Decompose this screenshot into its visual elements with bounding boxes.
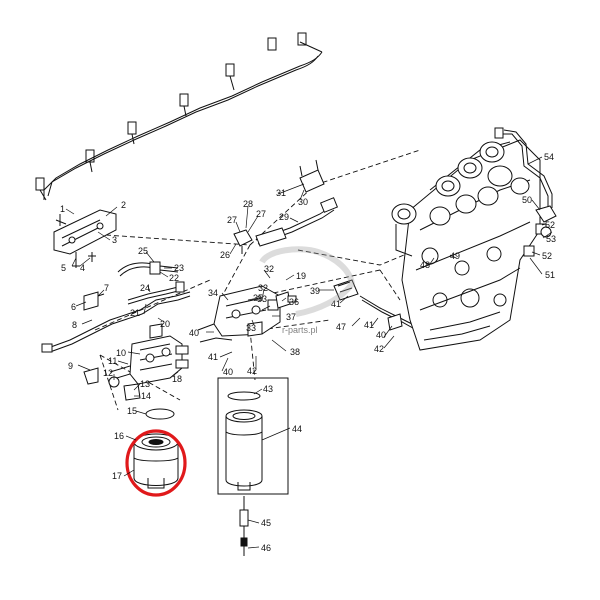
callout-54: 54: [544, 152, 554, 162]
callout-15: 15: [127, 406, 137, 416]
leader-lines: [65, 156, 553, 549]
callout-21: 21: [130, 308, 140, 318]
fuel-filter-44: [225, 391, 263, 491]
callout-28: 28: [243, 199, 253, 209]
fuel-line-41: [359, 295, 421, 333]
callout-14: 14: [141, 391, 151, 401]
callout-3: 3: [112, 235, 117, 245]
callout-30: 30: [298, 197, 308, 207]
callout-39: 39: [310, 286, 320, 296]
filter-box-44: [217, 377, 289, 495]
callout-51: 51: [545, 270, 555, 280]
callout-7: 7: [104, 283, 109, 293]
callout-37: 37: [286, 312, 296, 322]
hose-29: [255, 197, 339, 247]
callout-40b: 40: [223, 367, 233, 377]
callout-25: 25: [138, 246, 148, 256]
callout-38: 38: [290, 347, 300, 357]
callout-40c: 40: [376, 330, 386, 340]
callout-41b: 41: [331, 299, 341, 309]
callout-9: 9: [68, 361, 73, 371]
callout-32a: 32: [264, 264, 274, 274]
bracket-39: [333, 279, 359, 301]
callout-11: 11: [108, 356, 117, 366]
callout-44: 44: [292, 424, 302, 434]
callout-52a: 52: [545, 220, 555, 230]
callout-53: 53: [546, 234, 556, 244]
callout-13: 13: [140, 379, 150, 389]
callout-35: 35: [253, 293, 263, 303]
callout-48: 48: [420, 260, 430, 270]
callout-42a: 42: [247, 366, 257, 376]
callout-12: 12: [103, 368, 113, 378]
callout-26: 26: [220, 250, 230, 260]
callout-50: 50: [522, 195, 532, 205]
callout-36: 36: [289, 297, 299, 307]
callout-22: 22: [169, 273, 179, 283]
seal-15: [145, 408, 175, 420]
callout-20: 20: [160, 319, 170, 329]
callout-19: 19: [296, 271, 306, 281]
callout-23: 23: [174, 263, 184, 273]
fitting-27: [233, 229, 253, 254]
callout-49: 49: [450, 251, 460, 261]
hose-24: [117, 261, 185, 305]
callout-5: 5: [61, 263, 66, 273]
callout-31: 31: [276, 188, 286, 198]
callout-27b: 27: [256, 209, 266, 219]
bracket-6: [83, 291, 105, 311]
watermark-text: r-parts.pl: [282, 325, 318, 335]
callout-2: 2: [121, 200, 126, 210]
callout-34: 34: [208, 288, 218, 298]
dashed-guides: [94, 149, 441, 411]
callout-1: 1: [60, 204, 65, 214]
bracket-31: [299, 159, 325, 193]
fuel-line-8: [41, 291, 191, 353]
wiring-harness: [35, 32, 323, 201]
callout-18: 18: [172, 374, 182, 384]
callout-46: 46: [261, 543, 271, 553]
callout-8: 8: [72, 320, 77, 330]
highlight-circle: [125, 429, 187, 497]
watermark: r-parts.pl: [259, 246, 356, 335]
callout-29: 29: [279, 212, 289, 222]
valve-block-33: [197, 285, 281, 343]
callout-6: 6: [71, 302, 76, 312]
callout-45: 45: [261, 518, 271, 528]
callout-41a: 41: [208, 352, 218, 362]
callout-10: 10: [116, 348, 126, 358]
bolt-5: [72, 252, 80, 268]
callout-24: 24: [140, 283, 150, 293]
callout-33a: 33: [257, 294, 267, 304]
engine-block: [391, 139, 547, 351]
callout-47: 47: [336, 322, 346, 332]
callout-33b: 33: [246, 323, 256, 333]
callout-16: 16: [114, 431, 124, 441]
sensor-45: [239, 496, 249, 556]
callout-17: 17: [112, 471, 122, 481]
filter-head-assembly: [83, 323, 189, 401]
callout-42b: 42: [374, 344, 384, 354]
callout-labels: 1 2 3 4 5 6 7 8 9 10 11 12 13 14 15 16 1…: [60, 152, 556, 553]
bolt-4: [88, 252, 96, 262]
callout-4: 4: [80, 263, 85, 273]
callout-32b: 32: [258, 283, 268, 293]
callout-40a: 40: [189, 328, 199, 338]
callout-52b: 52: [542, 251, 552, 261]
fuel-filter-17: [133, 433, 179, 489]
callout-41c: 41: [364, 320, 374, 330]
callout-27a: 27: [227, 215, 237, 225]
bracket-2: [53, 209, 117, 255]
callout-43: 43: [263, 384, 273, 394]
